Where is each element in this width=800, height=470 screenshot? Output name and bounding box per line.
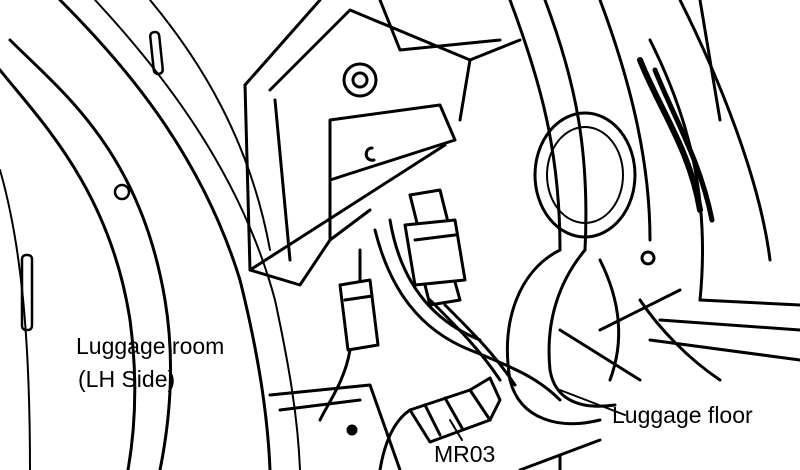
left-connector	[318, 248, 380, 422]
relay-connector	[403, 188, 467, 307]
cable-bundle-upper	[508, 0, 772, 302]
leader-lines	[449, 389, 626, 441]
bracket-plate	[243, 0, 522, 287]
wheel-housing	[0, 0, 301, 470]
luggage-room-side-label: (LH Side)	[78, 366, 176, 392]
wiring-harness	[373, 218, 722, 426]
round-grommet	[533, 111, 656, 266]
luggage-floor-label: Luggage floor	[612, 402, 753, 428]
mr03-connector	[378, 376, 502, 470]
wheel-housing-holes	[20, 30, 165, 332]
connector-label: MR03	[434, 441, 496, 467]
luggage-room-label: Luggage room	[76, 333, 225, 359]
floor-panels	[268, 298, 800, 470]
